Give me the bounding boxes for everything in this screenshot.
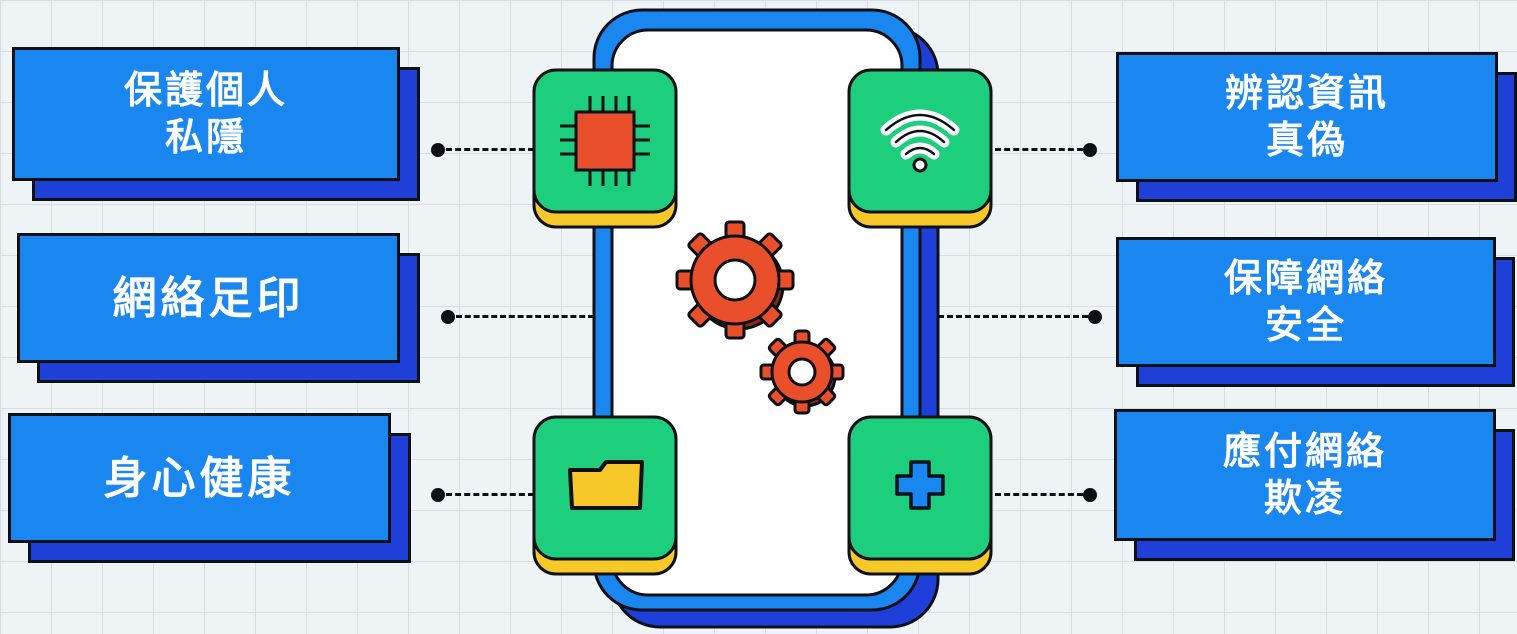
- card-label: 應付網絡 欺凌: [1223, 428, 1387, 523]
- card-cyberbullying: 應付網絡 欺凌: [1114, 409, 1496, 541]
- card-label: 辨認資訊 真偽: [1225, 70, 1389, 165]
- card-protect-privacy: 保護個人 私隱: [12, 47, 400, 181]
- connector-line: [456, 315, 594, 318]
- wifi-tile: [849, 70, 991, 227]
- connector-dot: [1083, 143, 1097, 157]
- chip-tile: [534, 70, 676, 227]
- connector-line: [995, 493, 1083, 496]
- connector-line: [995, 148, 1083, 151]
- card-wellbeing: 身心健康: [8, 413, 391, 543]
- card-label: 身心健康: [104, 451, 296, 506]
- connector-line: [446, 493, 534, 496]
- gear-icon-small: [761, 331, 843, 413]
- connector-dot: [431, 143, 445, 157]
- connector-line: [938, 315, 1088, 318]
- folder-icon: [570, 462, 642, 508]
- card-network-security: 保障網絡 安全: [1116, 237, 1496, 367]
- gear-icon-large: [677, 222, 793, 338]
- card-verify-information: 辨認資訊 真偽: [1116, 52, 1498, 182]
- card-digital-footprint: 網絡足印: [17, 233, 400, 363]
- card-label: 網絡足印: [113, 271, 305, 326]
- card-label: 保障網絡 安全: [1224, 255, 1388, 350]
- folder-tile: [534, 417, 676, 574]
- connector-dot: [1083, 488, 1097, 502]
- connector-dot: [441, 310, 455, 324]
- connector-line: [446, 148, 534, 151]
- plus-tile: [849, 417, 991, 574]
- connector-dot: [1088, 310, 1102, 324]
- card-label: 保護個人 私隱: [124, 67, 288, 162]
- connector-dot: [431, 488, 445, 502]
